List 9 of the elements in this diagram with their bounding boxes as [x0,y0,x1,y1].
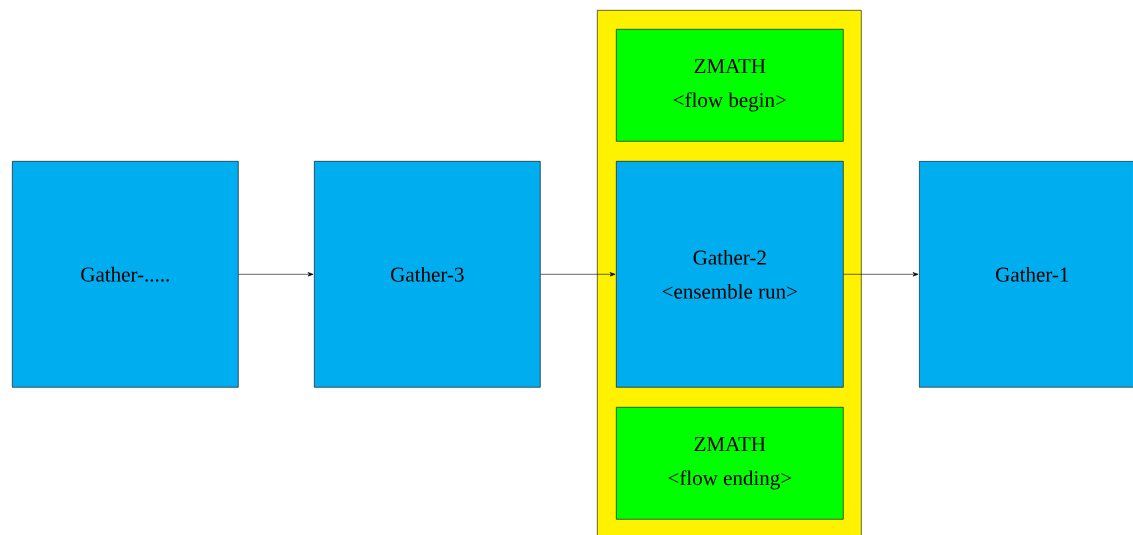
process-box: ZMATH <flow ending> [616,407,844,520]
arrow [238,272,314,277]
process-box: Gather-1 [919,161,1133,388]
process-box: ZMATH <flow begin> [616,29,844,142]
arrow [540,272,616,277]
process-box: Gather-2 <ensemble run> [616,161,844,388]
arrow [843,272,919,277]
process-box: Gather-3 [314,161,541,388]
process-box: Gather-..... [12,161,239,388]
